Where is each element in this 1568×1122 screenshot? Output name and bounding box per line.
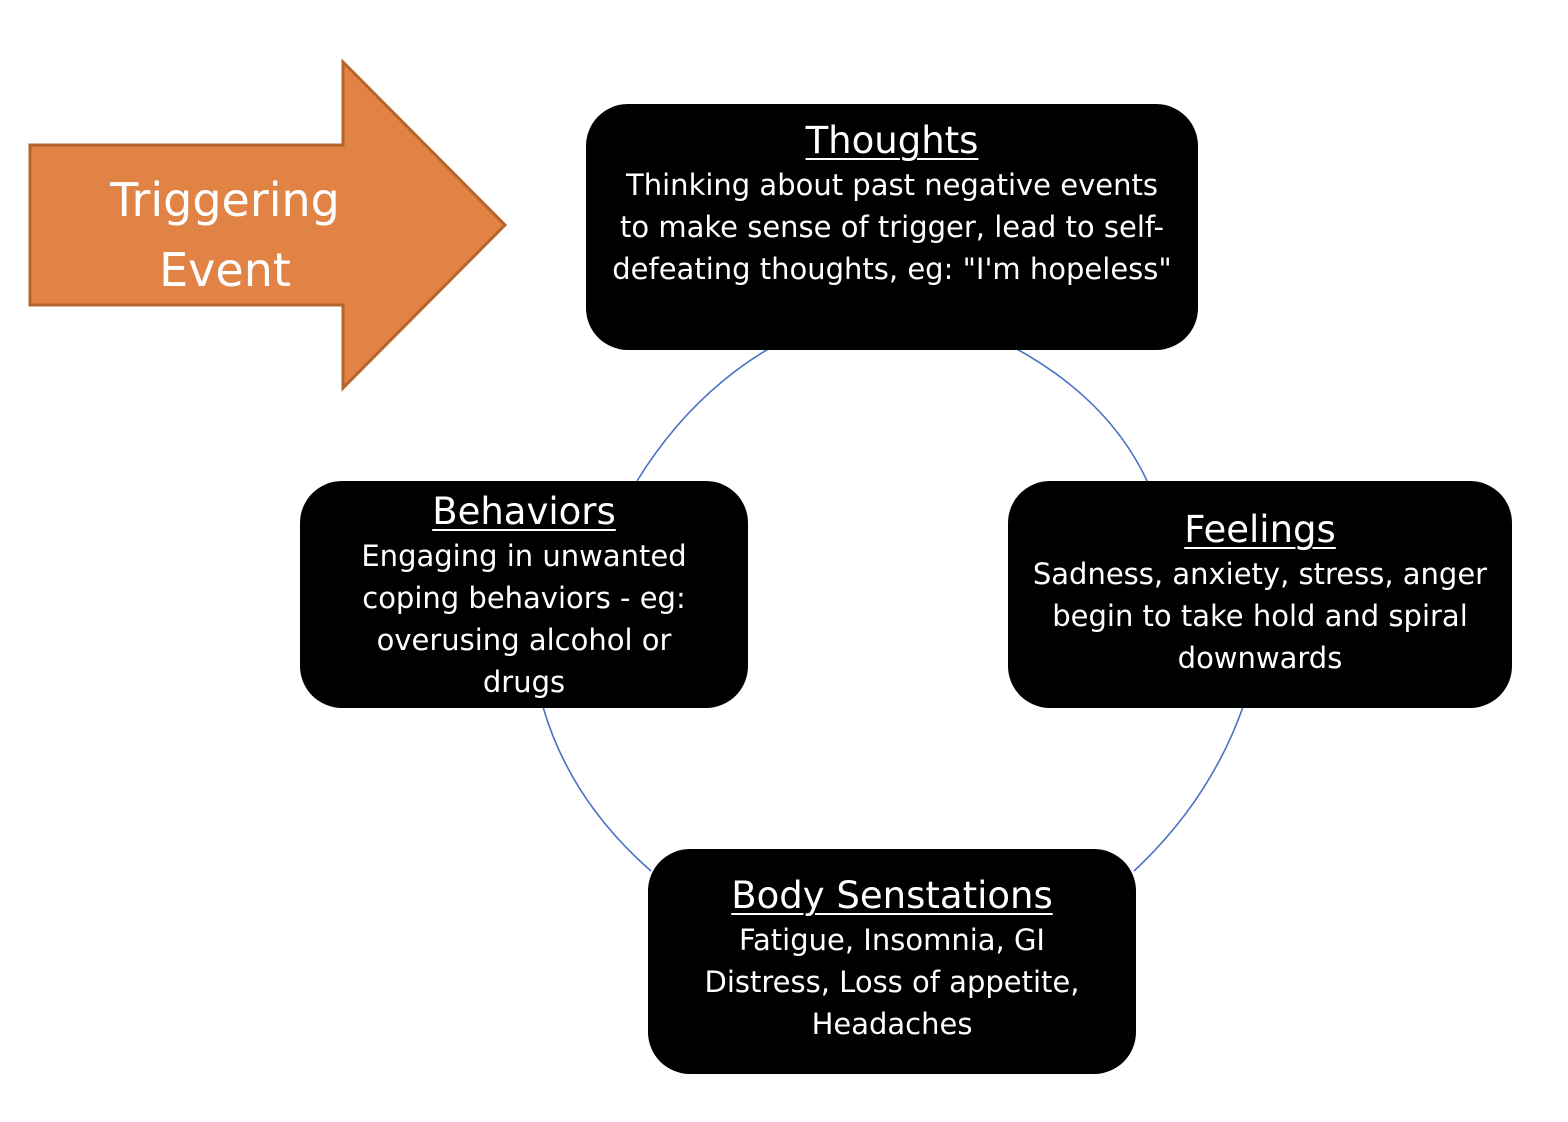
body-sensations-title: Body Senstations — [731, 874, 1053, 917]
body-sensations-node: Body Senstations Fatigue, Insomnia, GI D… — [648, 849, 1136, 1074]
feelings-title: Feelings — [1184, 508, 1336, 551]
thoughts-node: Thoughts Thinking about past negative ev… — [586, 104, 1198, 350]
behaviors-node: Behaviors Engaging in unwanted coping be… — [300, 481, 748, 708]
feelings-node: Feelings Sadness, anxiety, stress, anger… — [1008, 481, 1512, 708]
thoughts-title: Thoughts — [805, 119, 979, 162]
behaviors-title: Behaviors — [432, 490, 616, 533]
behaviors-description: Engaging in unwanted coping behaviors - … — [361, 539, 687, 699]
feelings-description: Sadness, anxiety, stress, anger begin to… — [1032, 557, 1488, 675]
triggering-event-label: Triggering Event — [80, 165, 370, 305]
connector-thoughts-to-feelings — [1014, 347, 1149, 484]
thoughts-description: Thinking about past negative events to m… — [612, 168, 1172, 286]
triggering-event-line2: Event — [159, 243, 291, 297]
triggering-event-arrow — [28, 58, 508, 392]
connector-behaviors-to-thoughts — [636, 347, 771, 482]
body-sensations-description: Fatigue, Insomnia, GI Distress, Loss of … — [704, 923, 1080, 1041]
triggering-event-line1: Triggering — [110, 173, 340, 227]
connector-body-to-behaviors — [542, 706, 652, 872]
connector-feelings-to-body — [1133, 706, 1244, 872]
